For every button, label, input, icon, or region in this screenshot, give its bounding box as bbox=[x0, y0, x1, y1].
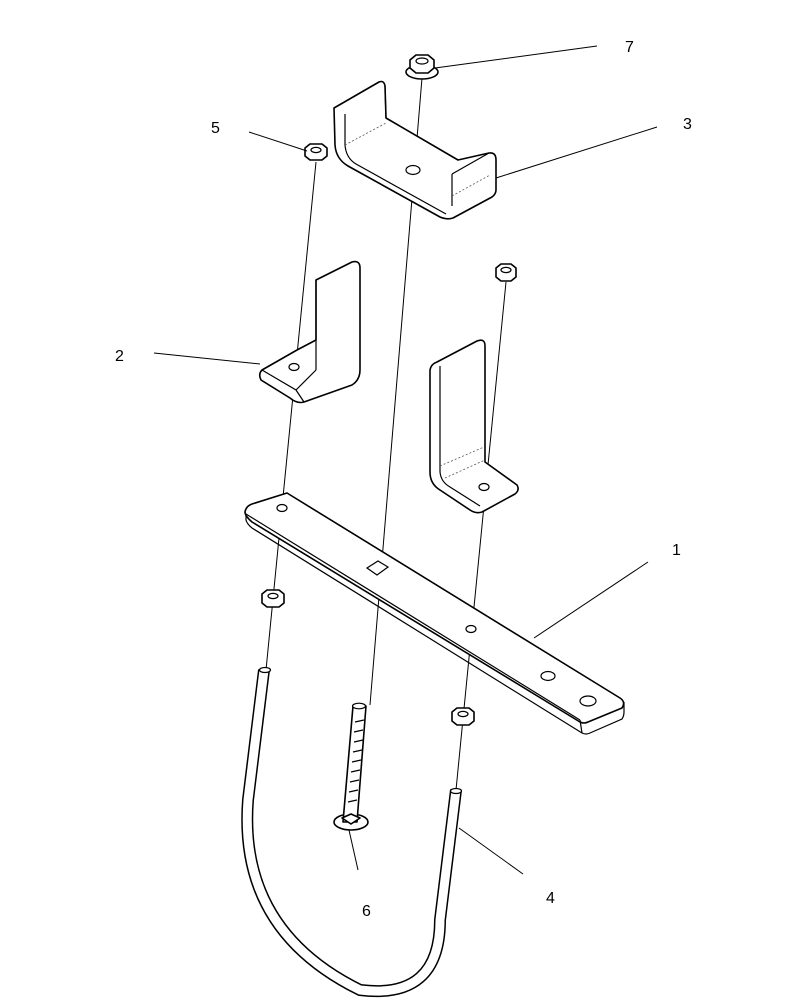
hex-nut-upper-right bbox=[495, 263, 517, 282]
flat-bar bbox=[244, 492, 625, 735]
leader-5 bbox=[248, 131, 308, 152]
leader-3 bbox=[495, 126, 658, 179]
carriage-bolt bbox=[333, 702, 369, 831]
flange-nut bbox=[405, 54, 439, 80]
angle-bracket-right bbox=[429, 339, 519, 514]
angle-bracket-left bbox=[258, 260, 361, 404]
callout-6: 6 bbox=[362, 903, 371, 920]
callout-1: 1 bbox=[672, 542, 681, 559]
leader-2 bbox=[153, 352, 261, 365]
leader-7 bbox=[434, 45, 598, 69]
callouts: 1 2 3 4 5 6 7 bbox=[115, 39, 692, 920]
u-channel-bracket bbox=[333, 80, 497, 220]
leader-4 bbox=[458, 827, 524, 875]
callout-3: 3 bbox=[683, 116, 692, 133]
callout-4: 4 bbox=[546, 890, 555, 907]
leader-6 bbox=[348, 829, 359, 871]
callout-7: 7 bbox=[625, 39, 634, 56]
callout-5: 5 bbox=[211, 120, 220, 137]
hex-nut-upper-left bbox=[304, 143, 328, 161]
hex-nut-lower-right bbox=[451, 707, 475, 726]
leader-1 bbox=[533, 561, 649, 639]
callout-2: 2 bbox=[115, 348, 124, 365]
u-bolt bbox=[241, 666, 463, 998]
leader-lines bbox=[153, 45, 658, 875]
hex-nut-lower-left bbox=[261, 589, 285, 608]
